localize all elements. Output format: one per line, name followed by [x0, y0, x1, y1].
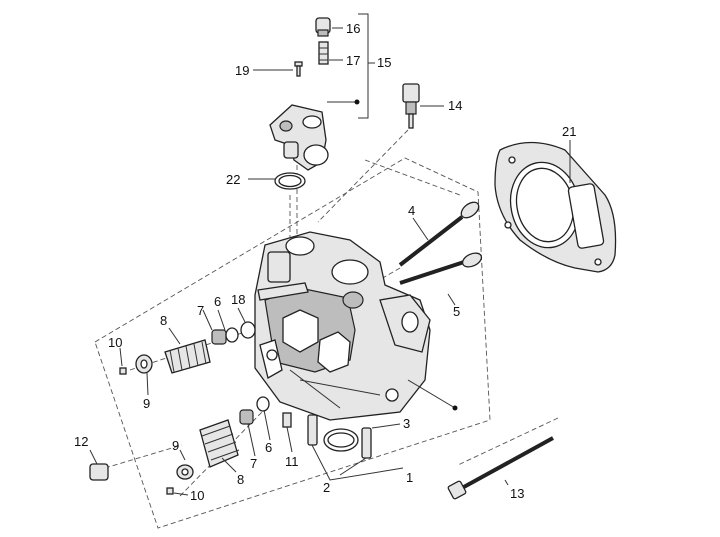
callout-6b: 6 [265, 440, 272, 455]
callout-21: 21 [562, 124, 576, 139]
seal-ring [240, 321, 256, 339]
callout-22: 22 [226, 172, 240, 187]
callout-10a: 10 [108, 335, 122, 350]
stud-insert [282, 412, 292, 428]
callout-7b: 7 [250, 456, 257, 471]
callout-15: 15 [377, 55, 391, 70]
callout-2: 2 [323, 480, 330, 495]
valve-seal [211, 329, 227, 345]
valve-cotter [166, 487, 174, 495]
spring-seat-washer [225, 327, 239, 343]
callout-6a: 6 [214, 294, 221, 309]
callout-9b: 9 [172, 438, 179, 453]
callout-14: 14 [448, 98, 462, 113]
valve [399, 252, 483, 285]
callout-1: 1 [406, 470, 413, 485]
temperature-sensor [402, 83, 420, 129]
callout-7a: 7 [197, 303, 204, 318]
small-screw [294, 61, 303, 77]
callout-11: 11 [285, 454, 299, 469]
thermostat-housing [269, 104, 329, 171]
callout-17: 17 [346, 53, 360, 68]
dowel-pin [361, 427, 372, 459]
callout-5: 5 [453, 304, 460, 319]
callout-4: 4 [408, 203, 415, 218]
dowel-pin [307, 414, 318, 446]
spring-retainer [176, 464, 194, 480]
bleed-cap [315, 17, 331, 37]
bleed-screw [318, 41, 329, 65]
callout-8b: 8 [237, 472, 244, 487]
callout-13: 13 [510, 486, 524, 501]
valve [398, 201, 480, 267]
assembly-boundary [94, 157, 491, 529]
callout-18: 18 [231, 292, 245, 307]
valve-spring [164, 339, 211, 374]
callout-19: 19 [235, 63, 249, 78]
plug [89, 463, 109, 481]
leader-lines [89, 13, 571, 496]
callout-8a: 8 [160, 313, 167, 328]
spring-retainer [135, 354, 153, 374]
valve-cotter [119, 367, 127, 375]
head-bolt [447, 436, 554, 500]
callout-10b: 10 [190, 488, 204, 503]
callout-12: 12 [74, 434, 88, 449]
spring-seat-washer [256, 396, 270, 412]
callout-labels: 16 17 15 19 14 22 21 4 5 18 6 7 8 10 9 6… [74, 21, 576, 503]
callout-16: 16 [346, 21, 360, 36]
callout-3: 3 [403, 416, 410, 431]
valve-seal [239, 409, 254, 425]
callout-9a: 9 [143, 396, 150, 411]
head-gasket [494, 141, 617, 273]
cylinder-head [254, 231, 431, 421]
valve-spring [199, 419, 240, 468]
o-ring [323, 428, 359, 452]
housing-gasket [274, 172, 306, 190]
